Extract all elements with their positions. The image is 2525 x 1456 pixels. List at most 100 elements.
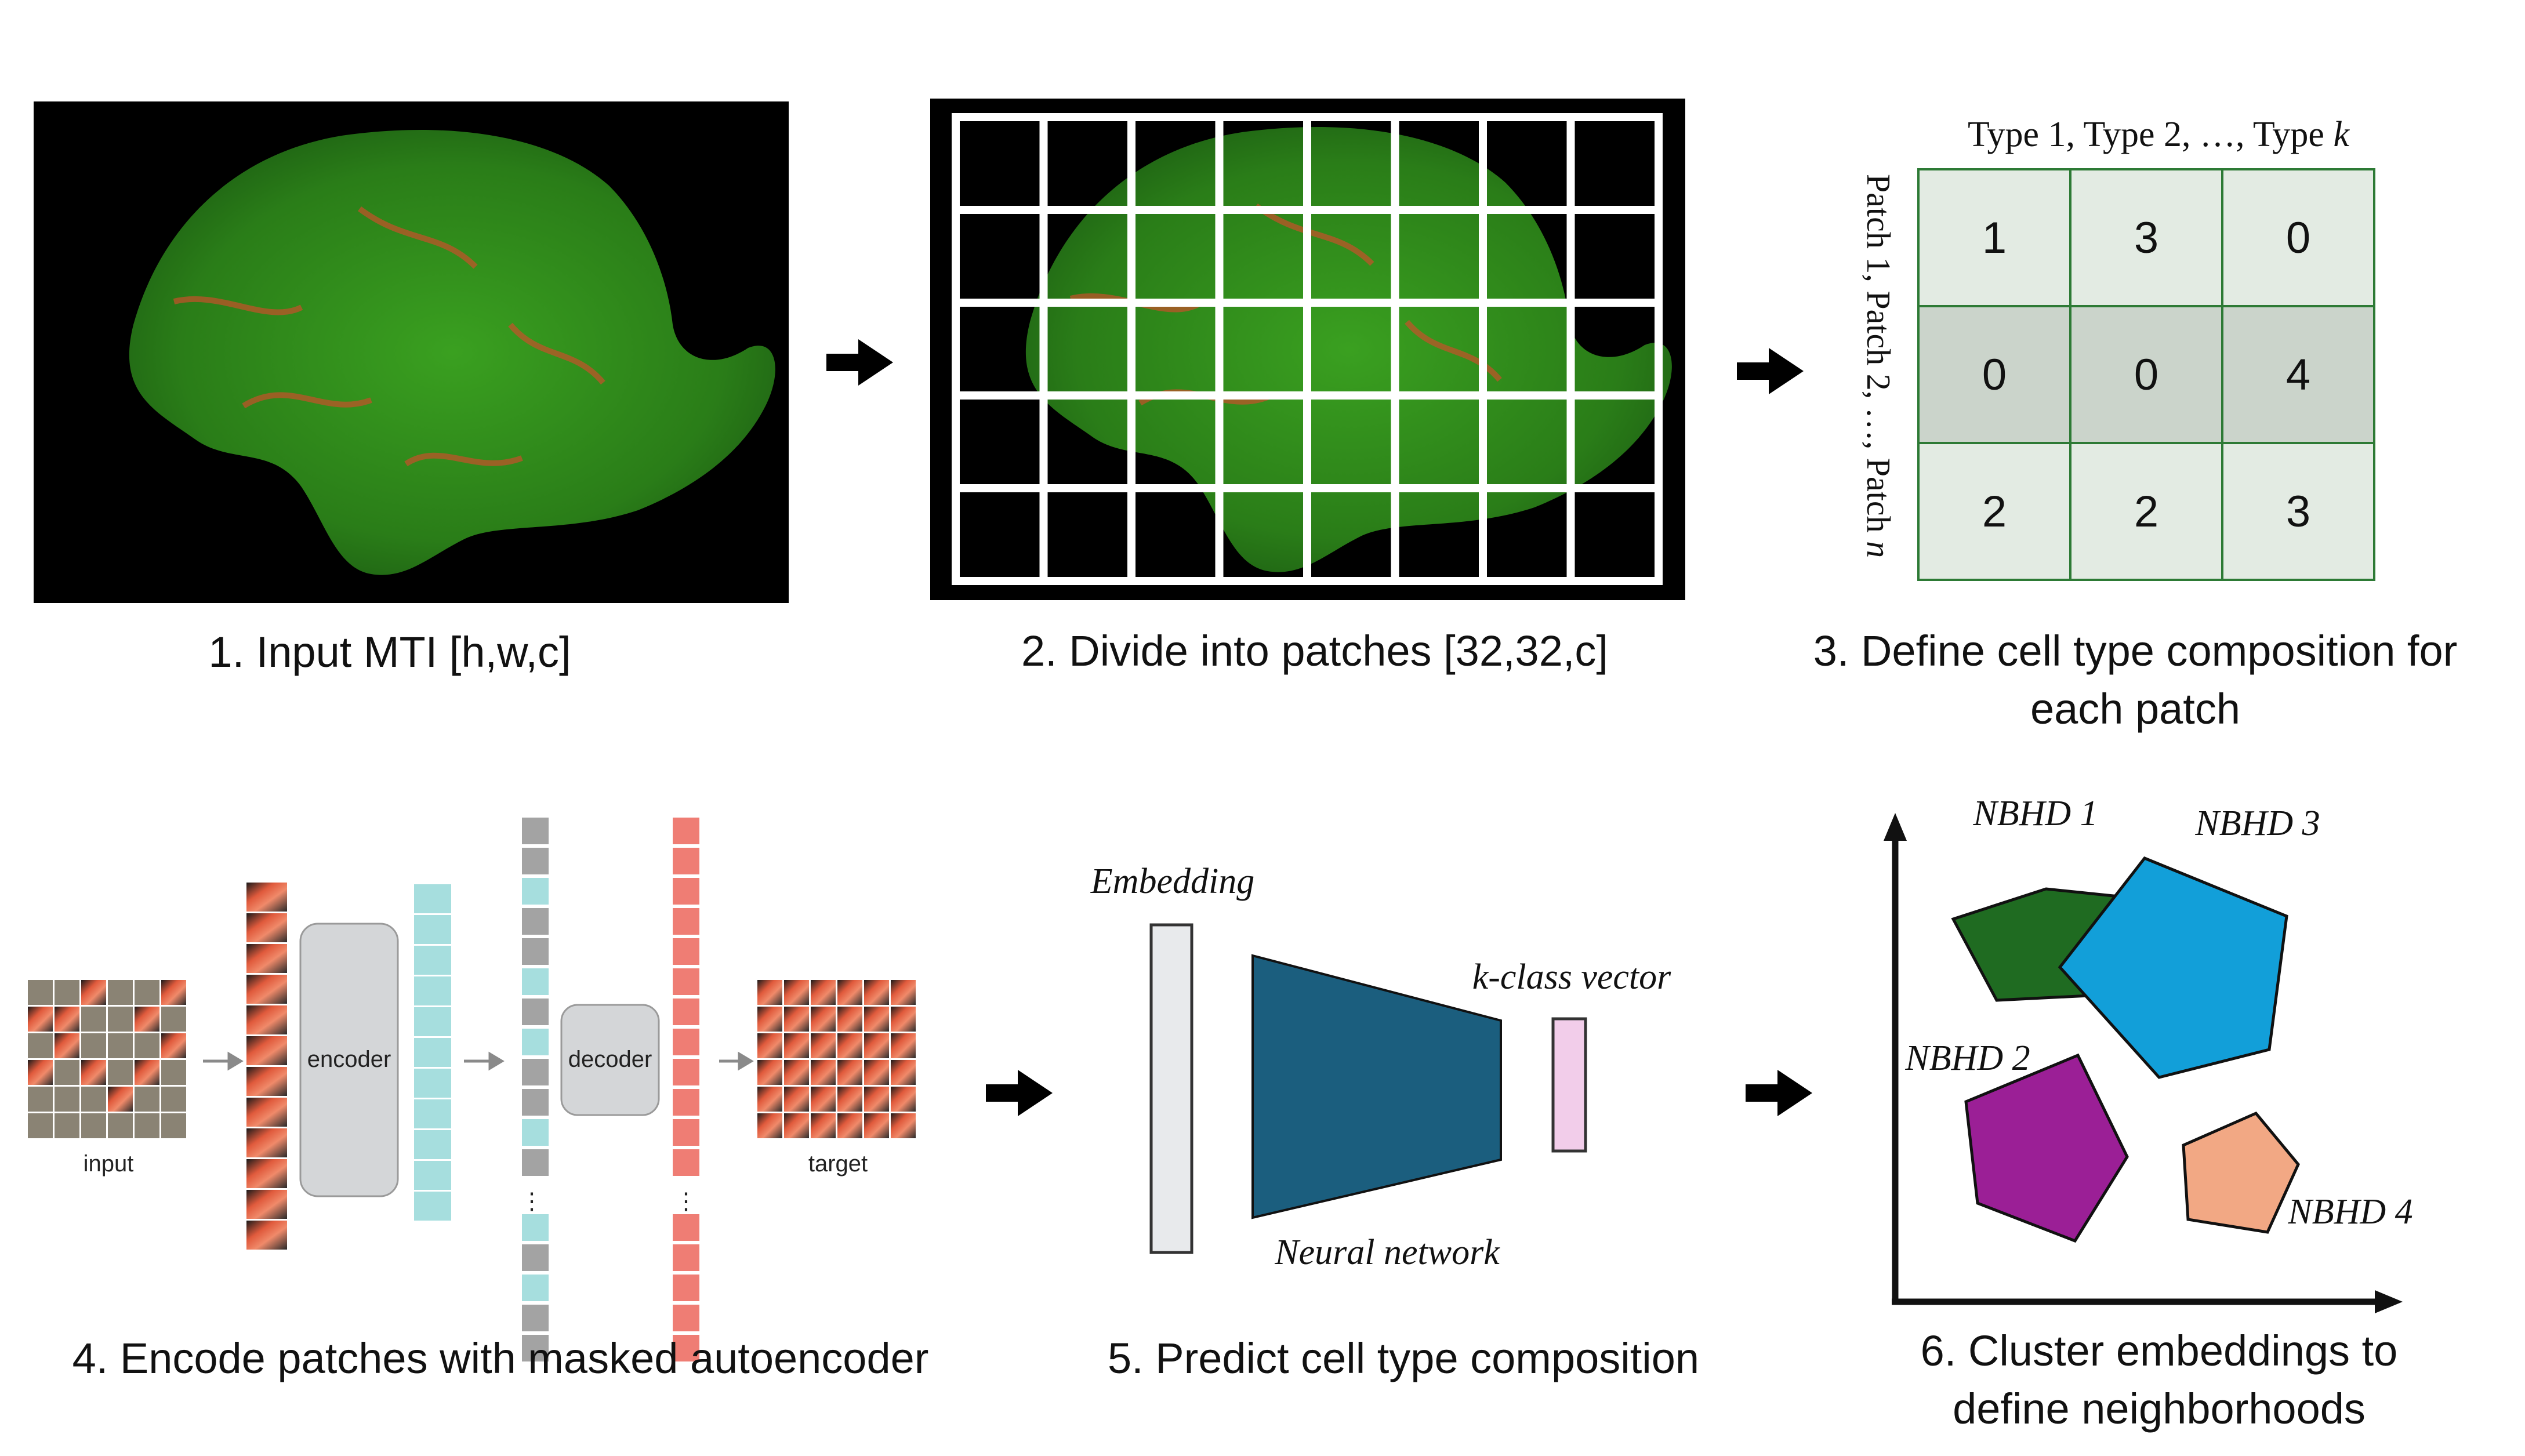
step-3-caption-line-2: each patch: [2030, 685, 2240, 733]
table-cell: [1917, 168, 2071, 307]
target-patch: [811, 1087, 836, 1112]
input-patch: [108, 980, 133, 1005]
step-1-caption: 1. Input MTI [h,w,c]: [208, 628, 571, 676]
visible-patch: [246, 1067, 287, 1096]
target-patch: [784, 980, 809, 1005]
cluster-2-pentagon: [1964, 1053, 2129, 1243]
decoded-token: [673, 1029, 699, 1055]
visible-patch: [246, 1036, 287, 1065]
predictor: Embedding Neural network k-class vector: [1090, 862, 1671, 1272]
input-patch: [55, 1060, 79, 1085]
target-patch: [864, 1007, 889, 1032]
mixed-token: [522, 968, 549, 995]
patch-grid-lines: [952, 113, 1663, 585]
visible-patch: [246, 1098, 287, 1127]
target-patch: [784, 1060, 809, 1085]
input-patch: [108, 1007, 133, 1032]
step-6-caption-line-2: define neighborhoods: [1953, 1385, 2366, 1433]
table-cell-value: 2: [2134, 487, 2158, 536]
table-cell-value: 0: [1982, 350, 2007, 400]
input-patch: [28, 1033, 53, 1058]
target-patch: [757, 1033, 782, 1058]
target-patch: [784, 1033, 809, 1058]
input-patch: [55, 1087, 79, 1112]
decoded-token: [673, 1335, 699, 1361]
decoded-token: [673, 818, 699, 844]
visible-patch: [246, 1005, 287, 1034]
mixed-token: [522, 938, 549, 965]
target-patch: [837, 1087, 862, 1112]
arrow-4-to-5: [986, 1070, 1053, 1116]
step-2-caption: 2. Divide into patches [32,32,c]: [1021, 627, 1608, 675]
arrow-2-to-3: [1737, 348, 1804, 394]
input-patch: [81, 980, 106, 1005]
input-patch: [28, 980, 53, 1005]
mixed-token: [522, 1244, 549, 1271]
encoded-token: [414, 1130, 451, 1159]
input-patch: [135, 1087, 159, 1112]
decoded-token: [673, 938, 699, 965]
mixed-token: [522, 1089, 549, 1116]
decoded-token: [673, 1119, 699, 1146]
target-patch: [891, 1087, 916, 1112]
input-patch: [55, 1007, 79, 1032]
input-patch: [108, 1033, 133, 1058]
target-patch: [837, 1060, 862, 1085]
input-patch: [108, 1087, 133, 1112]
decoded-tokens-column: [673, 818, 699, 1361]
input-patch: [81, 1087, 106, 1112]
cluster-plot: NBHD 1 NBHD 2 NBHD 3 NBHD 4: [1884, 794, 2413, 1313]
encoded-token: [414, 1038, 451, 1067]
target-label: target: [808, 1151, 868, 1177]
mixed-token: [522, 1059, 549, 1085]
embedding-bar: [1149, 923, 1193, 1254]
encoded-token: [414, 946, 451, 975]
step-3-caption-line-1: 3. Define cell type composition for: [1813, 627, 2458, 675]
encoded-token: [414, 915, 451, 944]
masked-autoencoder: input encoder ⋮ decoder ⋮ target: [28, 818, 916, 1361]
target-patch: [784, 1113, 809, 1138]
target-patch: [864, 1113, 889, 1138]
cluster-3-pentagon: [2058, 856, 2288, 1079]
target-patch: [864, 1087, 889, 1112]
target-patch: [864, 1060, 889, 1085]
table-cell-value: 3: [2286, 487, 2310, 536]
neural-network-label: Neural network: [1274, 1233, 1500, 1272]
input-patch: [55, 1113, 79, 1138]
target-patch: [757, 1113, 782, 1138]
cluster-3-label: NBHD 3: [2194, 804, 2320, 843]
input-patch: [161, 1113, 186, 1138]
decoder-label: decoder: [568, 1047, 652, 1072]
mixed-token: [522, 998, 549, 1025]
visible-patch: [246, 913, 287, 942]
visible-patch: [246, 1221, 287, 1250]
input-patch: [81, 1007, 106, 1032]
input-patch: [28, 1113, 53, 1138]
k-class-vector-bar: [1551, 1017, 1587, 1153]
table-cell-value: 0: [2134, 350, 2158, 400]
embedding-label: Embedding: [1090, 862, 1254, 901]
mixed-token: [522, 908, 549, 935]
encoded-token: [414, 976, 451, 1005]
mixed-token: [522, 818, 549, 844]
target-patch: [757, 1087, 782, 1112]
input-patch: [135, 1007, 159, 1032]
neural-network-shape: [1251, 954, 1502, 1219]
visible-patch: [246, 883, 287, 912]
input-patch: [81, 1113, 106, 1138]
encoded-token: [414, 1007, 451, 1036]
mixed-token: [522, 1275, 549, 1301]
mae-small-arrows: [203, 1051, 754, 1071]
encoded-token: [414, 1099, 451, 1128]
mixed-token: [522, 848, 549, 874]
target-patch: [891, 1113, 916, 1138]
table-cell: [2221, 305, 2375, 444]
target-patch: [837, 1113, 862, 1138]
input-patch: [161, 1033, 186, 1058]
target-patch: [811, 1113, 836, 1138]
input-patch: [135, 1033, 159, 1058]
tissue-shape: [129, 130, 775, 575]
input-patch: [55, 980, 79, 1005]
input-masked-grid: [28, 980, 186, 1138]
mixed-tokens-column: [522, 818, 549, 1361]
